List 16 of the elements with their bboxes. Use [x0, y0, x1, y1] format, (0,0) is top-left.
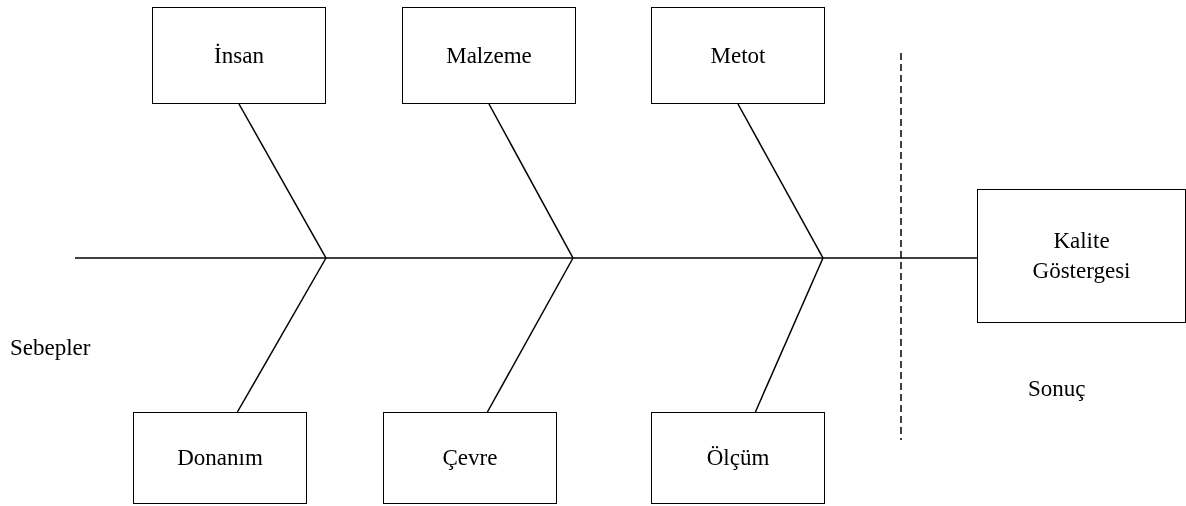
side-label: Sebepler: [10, 335, 91, 361]
bone-line: [737, 103, 824, 259]
bone-line: [236, 257, 327, 413]
cause-box: Donanım: [133, 412, 307, 504]
spine-line: [74, 257, 978, 259]
bone-line: [486, 257, 574, 413]
bone-line: [488, 103, 574, 259]
side-label: Sonuç: [1028, 376, 1086, 402]
bone-line: [754, 257, 824, 413]
effect-box: Kalite Göstergesi: [977, 189, 1186, 323]
bone-line: [238, 103, 327, 259]
cause-box: İnsan: [152, 7, 326, 104]
cause-box: Çevre: [383, 412, 557, 504]
cause-box: Ölçüm: [651, 412, 825, 504]
cause-box: Malzeme: [402, 7, 576, 104]
cause-box: Metot: [651, 7, 825, 104]
